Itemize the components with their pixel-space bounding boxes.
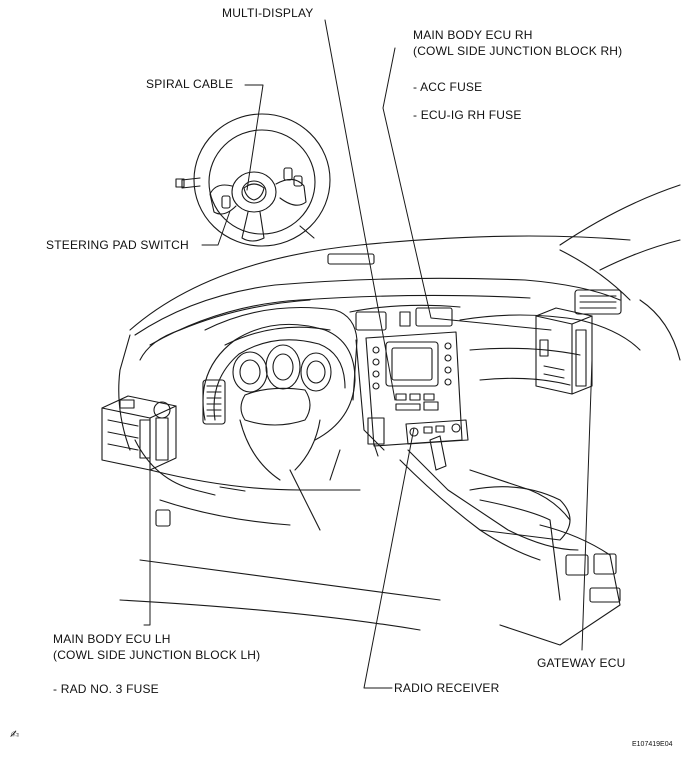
center-stack [349,304,621,646]
label-radio-receiver: RADIO RECEIVER [394,681,500,695]
pen-icon: ✍ [10,728,20,741]
label-spiral-cable: SPIRAL CABLE [146,77,234,91]
passenger-side-dash [459,289,681,386]
label-steering-pad-switch: STEERING PAD SWITCH [46,238,189,252]
label-multi-display: MULTI-DISPLAY [222,6,314,20]
steering-wheel-illustration [175,113,331,247]
main-body-ecu-rh-illustration [535,307,593,395]
figure-code: E107419E04 [632,741,673,748]
label-main-body-ecu-rh-sub: (COWL SIDE JUNCTION BLOCK RH) [413,44,623,58]
label-acc-fuse: - ACC FUSE [413,80,483,94]
label-rad-no3-fuse: - RAD NO. 3 FUSE [53,682,159,696]
label-main-body-ecu-lh-sub: (COWL SIDE JUNCTION BLOCK LH) [53,648,261,662]
label-ecu-ig-rh-fuse: - ECU-IG RH FUSE [413,108,522,122]
label-main-body-ecu-lh: MAIN BODY ECU LH [53,632,171,646]
dashboard-outline [118,184,681,631]
leader-lines [143,19,593,689]
label-gateway-ecu: GATEWAY ECU [537,656,626,670]
main-body-ecu-lh-illustration [101,395,177,471]
label-main-body-ecu-rh: MAIN BODY ECU RH [413,28,533,42]
